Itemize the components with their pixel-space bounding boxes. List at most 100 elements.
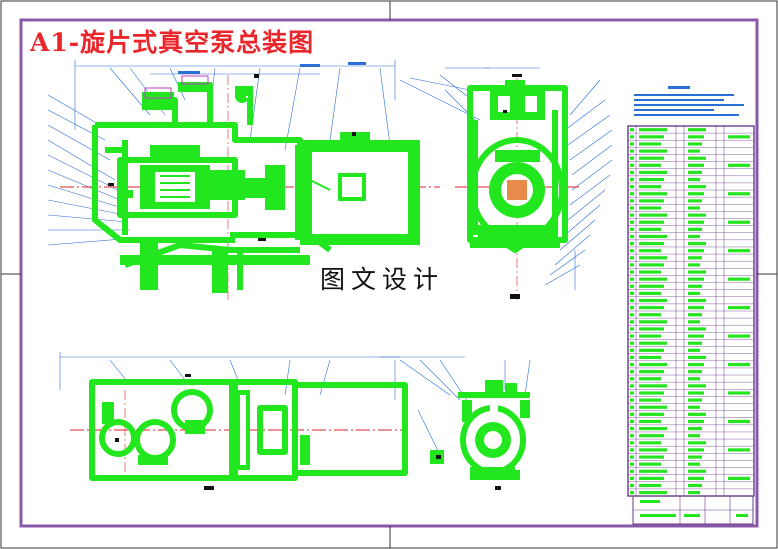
- table-cell-entry: [639, 177, 664, 182]
- table-cell-entry: [630, 313, 634, 317]
- table-cell-entry: [630, 291, 634, 295]
- table-cell-entry: [630, 448, 634, 452]
- table-cell-entry: [688, 355, 706, 360]
- table-cell-entry: [639, 448, 667, 452]
- table-cell-entry: [639, 256, 667, 260]
- table-cell-entry: [639, 412, 664, 416]
- table-cell-entry: [688, 177, 700, 182]
- table-cell-entry: [630, 398, 634, 402]
- table-cell-entry: [639, 263, 664, 267]
- table-cell-entry: [728, 448, 750, 452]
- table-cell-entry: [688, 384, 706, 388]
- table-cell-entry: [728, 277, 750, 281]
- table-cell-entry: [688, 249, 704, 253]
- table-cell-entry: [639, 483, 661, 488]
- table-cell-entry: [630, 192, 634, 196]
- table-cell-entry: [630, 320, 634, 324]
- table-cell-entry: [639, 192, 667, 196]
- table-cell-entry: [688, 220, 704, 224]
- table-cell-entry: [630, 391, 634, 395]
- table-cell-entry: [630, 441, 634, 445]
- table-cell-entry: [639, 227, 661, 231]
- table-cell-entry: [630, 149, 634, 153]
- table-cell-entry: [630, 355, 634, 360]
- table-cell-entry: [639, 419, 661, 424]
- table-cell-entry: [688, 469, 706, 473]
- table-cell-entry: [688, 348, 700, 352]
- table-cell-entry: [639, 249, 661, 253]
- table-cell-entry: [639, 476, 664, 480]
- table-cell-entry: [639, 491, 667, 495]
- table-cell-entry: [639, 284, 664, 288]
- table-cell-entry: [688, 199, 702, 203]
- table-cell-entry: [728, 192, 750, 196]
- table-cell-entry: [639, 398, 661, 402]
- table-cell-entry: [630, 213, 634, 217]
- table-cell-entry: [688, 163, 704, 167]
- inner-frame: [19, 18, 759, 528]
- table-cell-entry: [639, 185, 661, 189]
- table-cell-entry: [639, 156, 664, 160]
- table-cell-entry: [630, 334, 634, 338]
- table-cell-entry: [688, 192, 704, 196]
- table-cell-entry: [630, 163, 634, 167]
- table-cell-entry: [630, 234, 634, 239]
- table-cell-entry: [688, 327, 706, 331]
- table-cell-entry: [688, 128, 706, 132]
- table-cell-entry: [688, 206, 700, 210]
- table-cell-entry: [630, 277, 634, 281]
- table-cell-entry: [688, 149, 700, 153]
- table-cell-entry: [630, 455, 634, 459]
- table-cell-entry: [639, 426, 667, 431]
- table-cell-entry: [688, 135, 704, 139]
- table-cell-entry: [688, 241, 706, 246]
- table-cell-entry: [728, 135, 750, 139]
- table-cell-entry: [630, 170, 634, 175]
- table-cell-entry: [639, 341, 667, 345]
- table-cell-entry: [639, 213, 667, 217]
- table-cell-entry: [630, 348, 634, 352]
- table-cell-entry: [630, 206, 634, 210]
- table-cell-entry: [688, 491, 700, 495]
- table-cell-entry: [688, 483, 702, 488]
- table-cell-entry: [688, 227, 702, 231]
- table-cell-entry: [728, 476, 750, 480]
- table-cell-entry: [630, 306, 634, 310]
- table-cell-entry: [688, 270, 706, 274]
- parts-list-table: [627, 125, 755, 497]
- table-cell-entry: [630, 384, 634, 388]
- table-cell-entry: [630, 434, 634, 438]
- table-cell-entry: [688, 256, 702, 260]
- table-cell-entry: [630, 362, 634, 367]
- table-cell-entry: [630, 483, 634, 488]
- table-cell-entry: [688, 291, 700, 295]
- table-cell-entry: [688, 441, 706, 445]
- table-cell-entry: [688, 341, 702, 345]
- table-cell-entry: [688, 234, 700, 239]
- table-cell-entry: [639, 170, 667, 175]
- table-cell-entry: [688, 298, 706, 303]
- table-cell-entry: [728, 334, 750, 338]
- table-cell-entry: [728, 163, 750, 167]
- table-cell-entry: [728, 362, 750, 367]
- table-cell-entry: [630, 185, 634, 189]
- technical-notes: [634, 86, 744, 116]
- table-cell-entry: [639, 306, 664, 310]
- table-cell-entry: [639, 355, 661, 360]
- table-cell-entry: [630, 405, 634, 409]
- table-cell-entry: [688, 284, 702, 288]
- table-cell-entry: [688, 398, 702, 402]
- table-cell-entry: [639, 241, 664, 246]
- table-cell-entry: [688, 213, 706, 217]
- table-cell-entry: [688, 434, 700, 438]
- top-view: [59, 352, 408, 490]
- table-cell-entry: [639, 455, 664, 459]
- table-cell-entry: [639, 277, 667, 281]
- table-cell-entry: [688, 362, 704, 367]
- table-cell-entry: [639, 291, 661, 295]
- side-view: [439, 67, 613, 300]
- table-cell-entry: [630, 220, 634, 224]
- table-cell-entry: [639, 391, 664, 395]
- table-cell-entry: [639, 384, 667, 388]
- table-cell-entry: [688, 391, 704, 395]
